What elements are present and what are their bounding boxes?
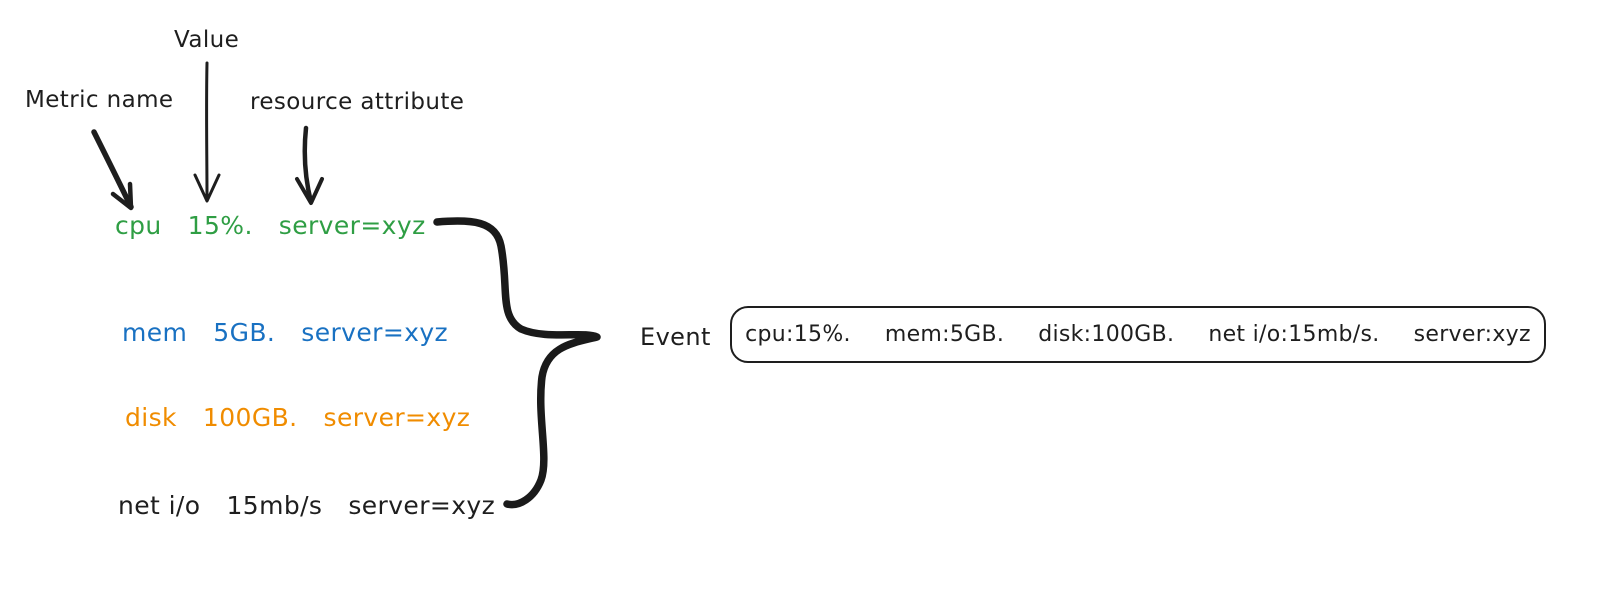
- metric-row-net-io: net i/o 15mb/s server=xyz: [118, 491, 495, 520]
- event-item-disk: disk:100GB.: [1038, 322, 1175, 347]
- value-arrow-icon: [193, 61, 221, 203]
- metric-attribute: server=xyz: [278, 211, 426, 240]
- metric-value: 15%.: [187, 211, 253, 240]
- metric-row-disk: disk 100GB. server=xyz: [125, 403, 470, 432]
- event-item-cpu: cpu:15%.: [745, 322, 851, 347]
- metric-value: 100GB.: [202, 403, 298, 432]
- metric-name: net i/o: [118, 491, 201, 520]
- metric-row-cpu: cpu 15%. server=xyz: [115, 211, 426, 240]
- event-box: cpu:15%. mem:5GB. disk:100GB. net i/o:15…: [730, 306, 1546, 363]
- resource-attribute-label: resource attribute: [250, 89, 465, 115]
- metric-row-mem: mem 5GB. server=xyz: [122, 318, 448, 347]
- metric-value: 5GB.: [213, 318, 276, 347]
- value-label: Value: [174, 27, 240, 53]
- event-label: Event: [640, 323, 711, 351]
- event-item-mem: mem:5GB.: [884, 322, 1005, 347]
- metric-name-label: Metric name: [25, 87, 174, 113]
- resource-attribute-arrow-icon: [295, 125, 324, 205]
- metric-attribute: server=xyz: [348, 491, 496, 520]
- grouping-brace-icon: [433, 217, 601, 509]
- metric-attribute: server=xyz: [301, 318, 449, 347]
- metric-name: mem: [122, 318, 188, 347]
- event-item-server: server:xyz: [1413, 322, 1531, 347]
- event-item-net-io: net i/o:15mb/s.: [1208, 322, 1380, 347]
- metric-name-arrow-icon: [91, 129, 134, 211]
- metric-name: disk: [125, 403, 177, 432]
- metric-value: 15mb/s: [226, 491, 323, 520]
- metric-attribute: server=xyz: [323, 403, 471, 432]
- metric-name: cpu: [115, 211, 162, 240]
